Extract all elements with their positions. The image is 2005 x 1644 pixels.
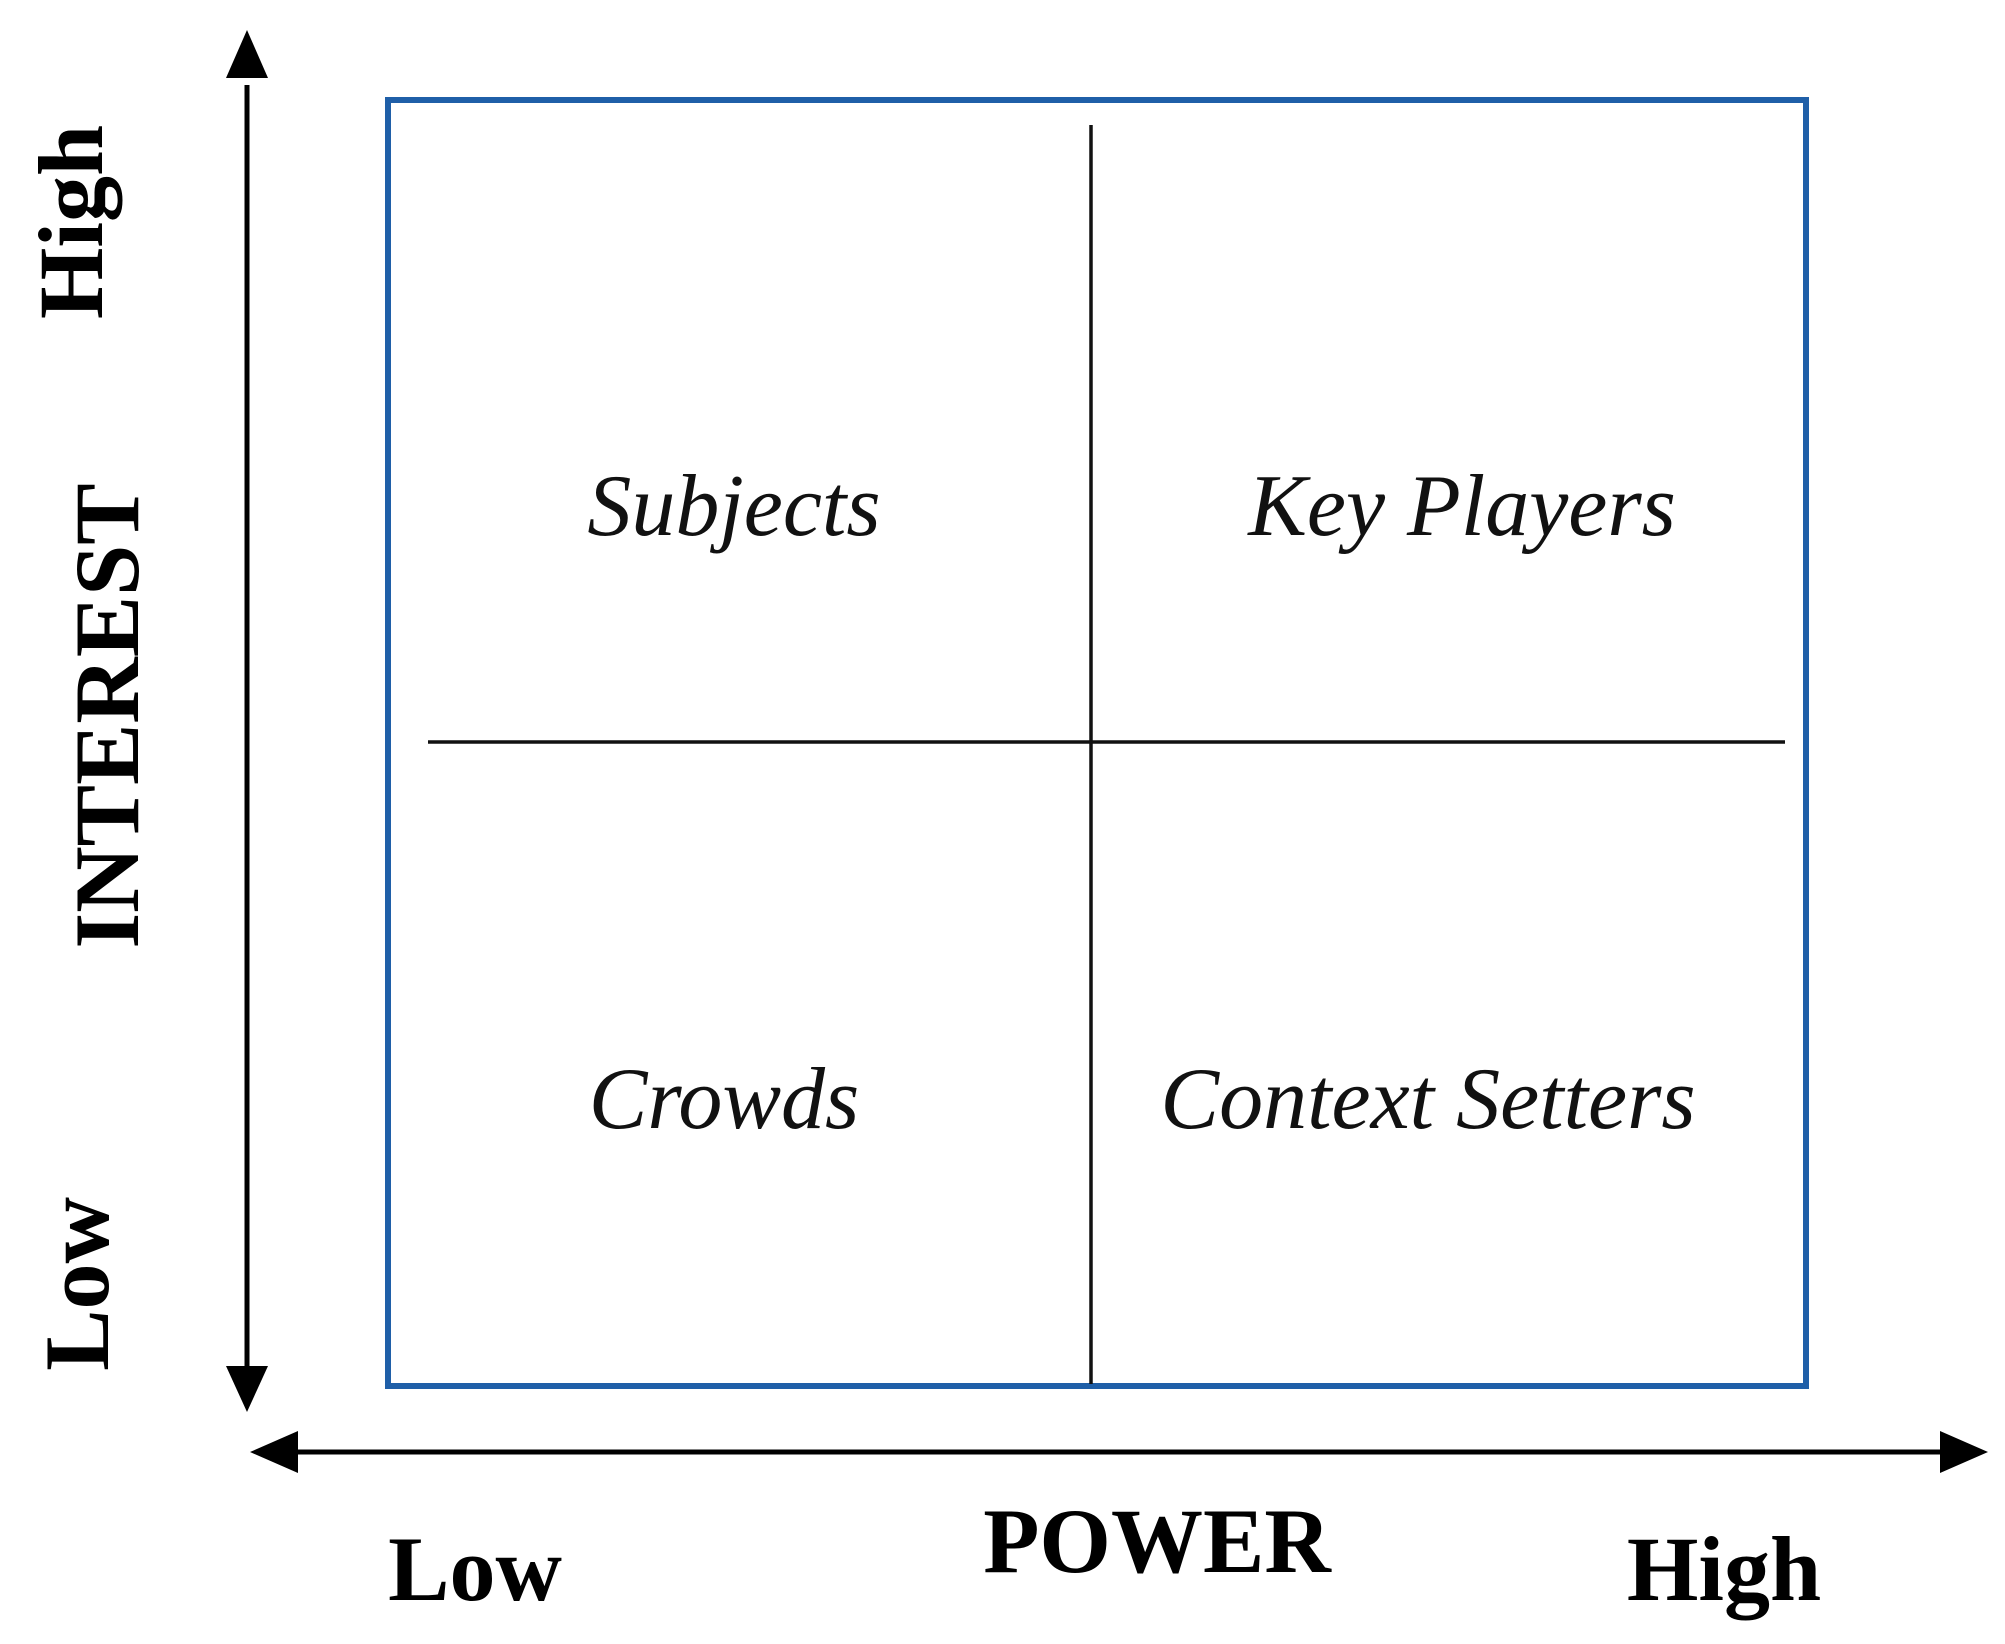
quadrant-label-subjects: Subjects <box>587 458 880 555</box>
quadrant-label-key-players: Key Players <box>1246 458 1676 555</box>
y-axis-high-label: High <box>20 125 122 319</box>
y-axis-arrow <box>226 30 268 1412</box>
y-axis-arrowhead-top <box>226 30 268 78</box>
x-axis-high-label: High <box>1627 1518 1821 1620</box>
y-axis-low-label: Low <box>26 1197 128 1371</box>
quadrant-label-crowds: Crowds <box>589 1051 860 1148</box>
x-axis-arrow <box>250 1431 1988 1473</box>
x-axis-low-label: Low <box>388 1518 562 1620</box>
matrix-frame <box>385 97 1809 1389</box>
x-axis-arrowhead-left <box>250 1431 298 1473</box>
y-axis-arrowhead-bottom <box>226 1366 268 1412</box>
quadrant-label-context-setters: Context Setters <box>1160 1051 1695 1148</box>
x-axis-arrowhead-right <box>1940 1431 1988 1473</box>
y-axis-title: INTEREST <box>56 483 158 948</box>
x-axis-title: POWER <box>983 1490 1332 1592</box>
